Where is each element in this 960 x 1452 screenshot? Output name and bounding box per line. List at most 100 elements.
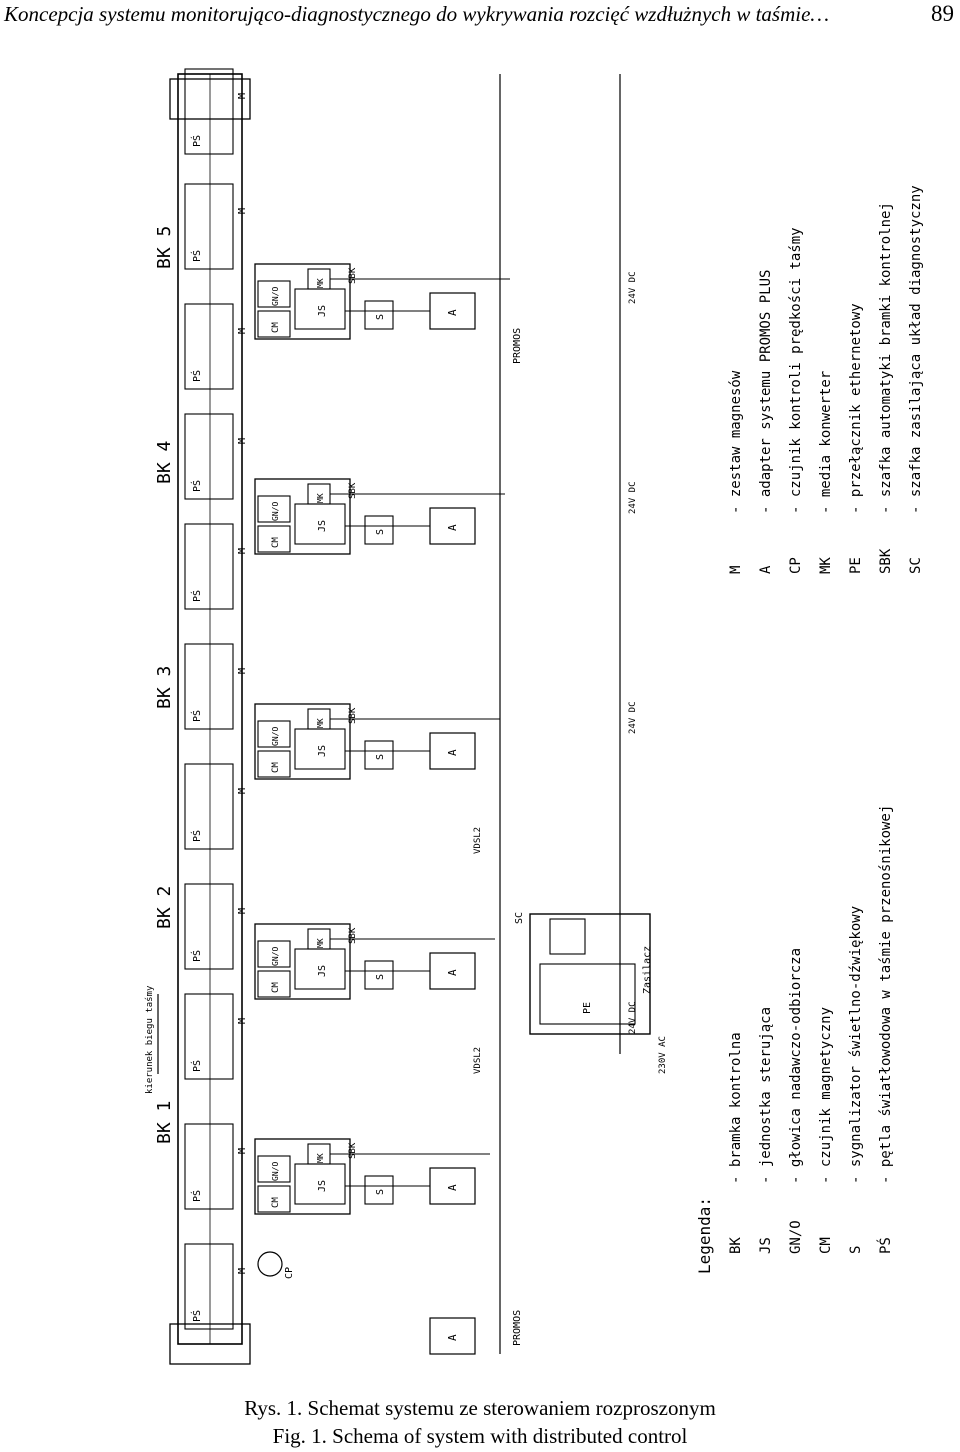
legend-code: S <box>848 1246 864 1254</box>
gno-label: GN/O <box>271 947 280 966</box>
signaller-s <box>364 300 394 330</box>
promos-label: PROMOS <box>512 1310 523 1346</box>
cm-label: CM <box>271 537 281 548</box>
gno-label: GN/O <box>271 1162 280 1181</box>
fiber-loop-ps <box>184 183 234 270</box>
sbk-label: SBK <box>348 927 358 944</box>
figure-caption-en: Fig. 1. Schema of system with distribute… <box>272 1424 688 1448</box>
fiber-loop-label: PŚ <box>190 830 203 842</box>
gno-block <box>257 1155 291 1183</box>
gno-block <box>257 720 291 748</box>
magnet-label: M <box>237 668 248 674</box>
legend-desc: - media konwerter <box>818 371 834 514</box>
gno-label: GN/O <box>271 727 280 746</box>
gate-label: BK 1 <box>154 1101 175 1144</box>
fiber-loop-label: PŚ <box>190 1190 203 1202</box>
sbk-cabinet <box>254 923 351 1000</box>
fiber-loop-ps <box>184 413 234 500</box>
mk-label: MK <box>316 278 325 288</box>
legend-desc: - bramka kontrolna <box>728 1032 744 1184</box>
magnet-label: M <box>237 908 248 914</box>
mk-label: MK <box>316 493 325 503</box>
legend-desc: - adapter systemu PROMOS PLUS <box>758 270 774 514</box>
legend-desc: - sygnalizator świetlno-dźwiękowy <box>848 906 864 1184</box>
gno-label: GN/O <box>271 502 280 521</box>
fiber-loop-label: PŚ <box>190 370 203 382</box>
gate-label: BK 5 <box>154 226 175 269</box>
fiber-loop-label: PŚ <box>190 1310 203 1322</box>
fiber-loop-ps <box>184 1243 234 1330</box>
ac-label: 230V AC <box>658 1036 668 1074</box>
legend-code: A <box>758 565 774 574</box>
pe-switch <box>539 963 636 1025</box>
sbk-label: SBK <box>348 707 358 724</box>
cm-block <box>257 750 291 778</box>
magnet-label: M <box>237 548 248 554</box>
adapter-a-left <box>429 1317 476 1355</box>
belt-end-roller-left <box>169 1323 251 1365</box>
direction-label: kierunek biegu taśmy <box>144 985 155 1094</box>
fiber-loop-label: PŚ <box>190 710 203 722</box>
signaller-s <box>364 1175 394 1205</box>
legend-title: Legenda: <box>695 1197 714 1274</box>
legend-code: SBK <box>878 548 894 574</box>
legend-desc: - szafka automatyki bramki kontrolnej <box>878 202 894 514</box>
legend-code: M <box>728 566 744 574</box>
mk-label: MK <box>316 1153 325 1163</box>
legend-desc: - zestaw magnesów <box>728 370 744 514</box>
legend-desc: - jednostka sterująca <box>758 1007 774 1184</box>
signaller-s <box>364 740 394 770</box>
cm-label: CM <box>271 762 281 773</box>
magnet-label: M <box>237 1148 248 1154</box>
zasilacz-label: Zasilacz <box>642 946 653 994</box>
sc-cabinet <box>529 913 651 1035</box>
gate-label: BK 4 <box>154 441 175 484</box>
legend-desc: - czujnik magnetyczny <box>818 1007 834 1184</box>
signaller-label: S <box>375 314 386 320</box>
fiber-loop-label: PŚ <box>190 590 203 602</box>
legend-desc: - szafka zasilająca układ diagnostyczny <box>908 185 924 514</box>
gno-block <box>257 280 291 308</box>
signaller-s <box>364 515 394 545</box>
legend-code: CP <box>788 557 804 574</box>
magnet-label: M <box>237 93 248 99</box>
sbk-cabinet <box>254 703 351 780</box>
magnet-label: M <box>237 208 248 214</box>
js-label: JS <box>317 745 328 757</box>
magnet-label: M <box>237 1018 248 1024</box>
signaller-label: S <box>375 529 386 535</box>
cm-label: CM <box>271 1197 281 1208</box>
sbk-label: SBK <box>348 1142 358 1159</box>
mk-label: MK <box>316 718 325 728</box>
power-supply-box <box>549 918 586 955</box>
magnet-label: M <box>237 1268 248 1274</box>
fiber-loop-label: PŚ <box>190 480 203 492</box>
js-label: JS <box>317 305 328 317</box>
gate-label: BK 2 <box>154 886 175 929</box>
js-label: JS <box>317 965 328 977</box>
magnet-label: M <box>237 328 248 334</box>
adapter-label: A <box>446 969 459 976</box>
fiber-loop-ps <box>184 883 234 970</box>
sbk-cabinet <box>254 1138 351 1215</box>
adapter-label: A <box>446 524 459 531</box>
promos-label: PROMOS <box>512 328 523 364</box>
legend-desc: - głowica nadawczo-odbiorcza <box>788 948 804 1184</box>
cp-sensor <box>257 1251 283 1277</box>
legend-desc: - przełącznik ethernetowy <box>848 303 864 514</box>
gno-block <box>257 940 291 968</box>
page-header: Koncepcja systemu monitorująco-diagnosty… <box>0 0 960 34</box>
legend-code: GN/O <box>788 1220 804 1254</box>
sbk-label: SBK <box>348 482 358 499</box>
adapter-label: A <box>446 309 459 316</box>
adapter-label: A <box>446 1184 459 1191</box>
signaller-label: S <box>375 974 386 980</box>
vdsl-label: VDSL2 <box>473 827 483 854</box>
fiber-loop-label: PŚ <box>190 950 203 962</box>
dc-label: 24V DC <box>628 1001 638 1034</box>
fiber-loop-label: PŚ <box>190 1060 203 1072</box>
cp-label: CP <box>284 1267 295 1279</box>
